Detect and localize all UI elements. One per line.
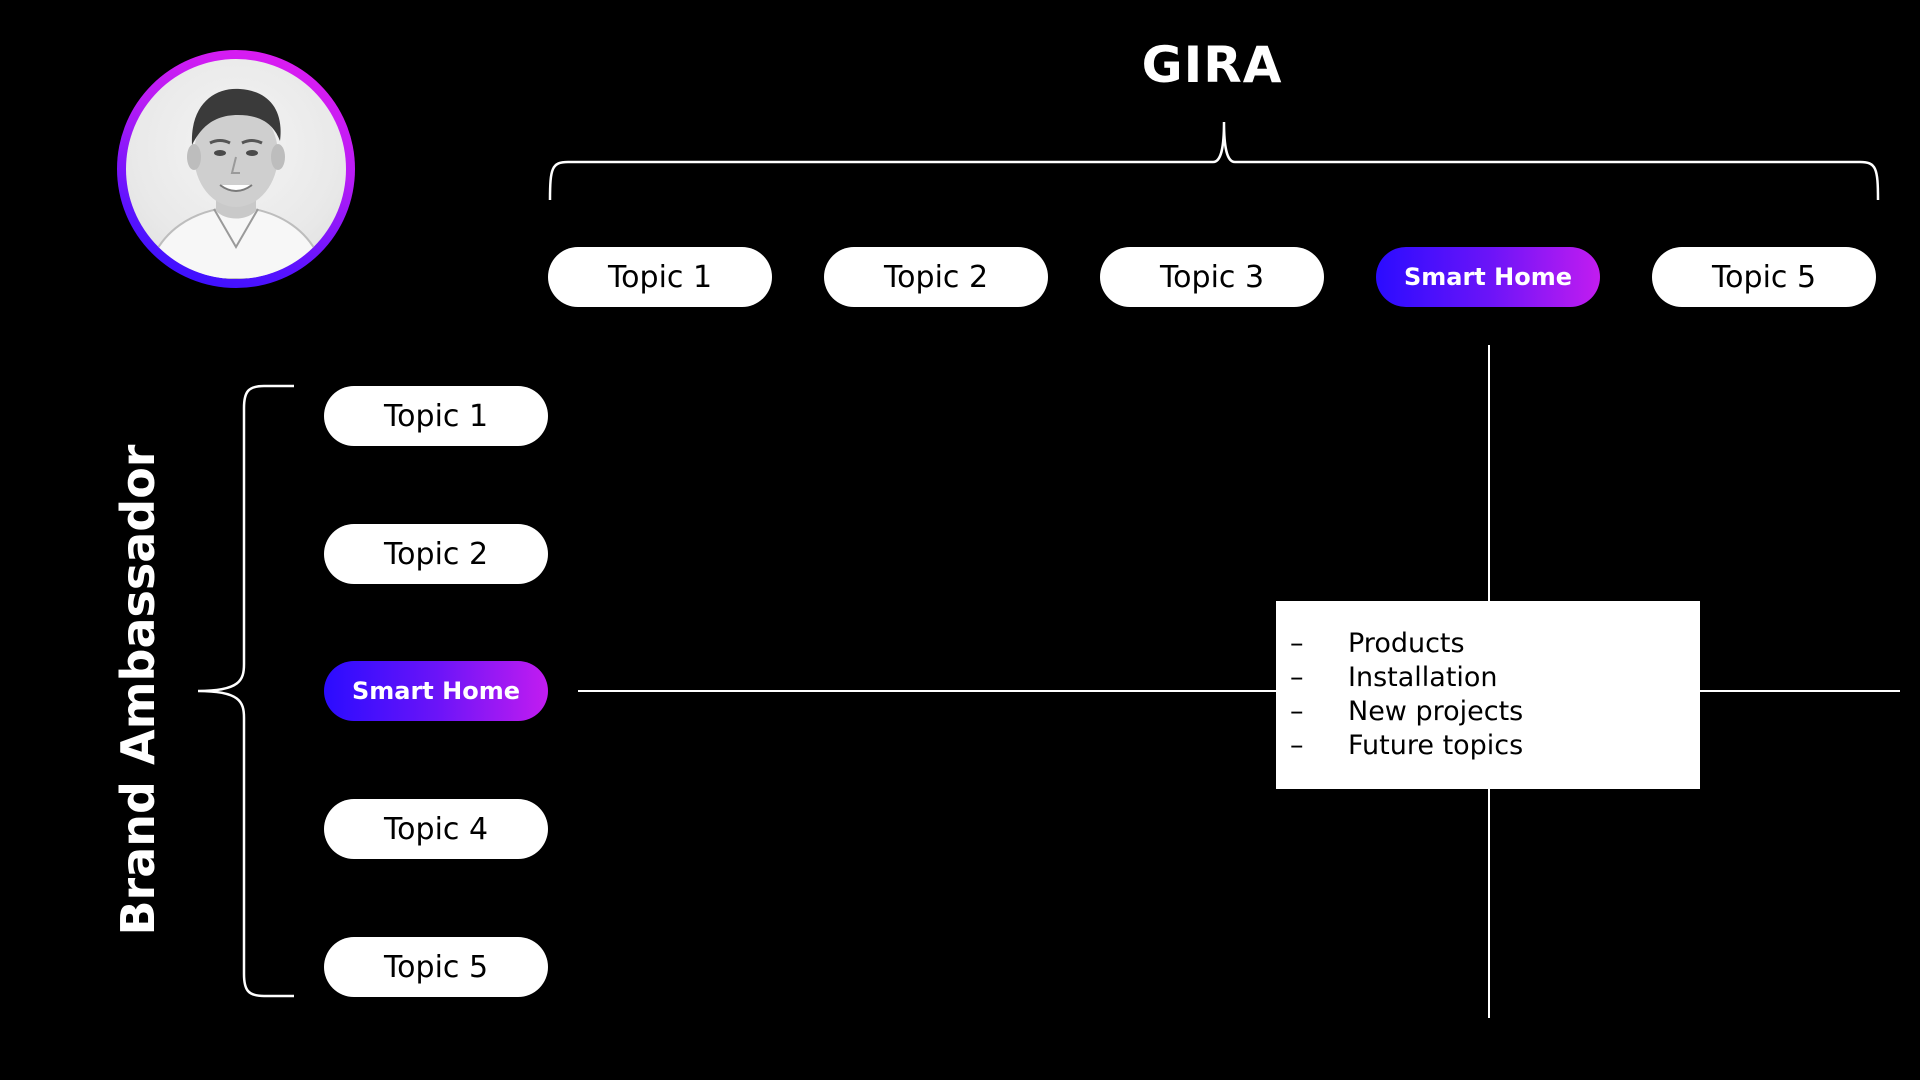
detail-bullet: –: [1290, 730, 1304, 761]
diagram-title: GIRA: [1141, 36, 1283, 94]
horizontal-connector-left: [578, 690, 1276, 692]
detail-bullet: –: [1290, 696, 1304, 727]
top-topic-2: Topic 2: [824, 247, 1048, 307]
person-photo-icon: [126, 59, 346, 279]
detail-item-label: Installation: [1348, 662, 1498, 693]
top-topic-1: Topic 1: [548, 247, 772, 307]
top-brace: [548, 121, 1880, 201]
avatar: [117, 50, 355, 288]
detail-item-label: Products: [1348, 628, 1465, 659]
horizontal-connector-right: [1700, 690, 1900, 692]
left-topic-4: Topic 4: [324, 799, 548, 859]
detail-item-label: New projects: [1348, 696, 1524, 727]
top-topic-smart-home: Smart Home: [1376, 247, 1600, 307]
detail-item-label: Future topics: [1348, 730, 1524, 761]
detail-bullet: –: [1290, 628, 1304, 659]
intersection-detail-box: – Products – Installation – New projects…: [1276, 601, 1700, 789]
left-brace: [197, 384, 294, 998]
left-topic-2: Topic 2: [324, 524, 548, 584]
detail-item: – Installation: [1290, 661, 1700, 695]
detail-bullet: –: [1290, 662, 1304, 693]
left-topic-1: Topic 1: [324, 386, 548, 446]
detail-item: – Products: [1290, 627, 1700, 661]
left-topic-5: Topic 5: [324, 937, 548, 997]
top-topic-5: Topic 5: [1652, 247, 1876, 307]
side-axis-label: Brand Ambassador: [111, 444, 165, 936]
top-topic-3: Topic 3: [1100, 247, 1324, 307]
left-topic-smart-home: Smart Home: [324, 661, 548, 721]
vertical-connector-bottom: [1488, 789, 1490, 1018]
vertical-connector-top: [1488, 345, 1490, 601]
detail-item: – Future topics: [1290, 729, 1700, 763]
detail-item: – New projects: [1290, 695, 1700, 729]
